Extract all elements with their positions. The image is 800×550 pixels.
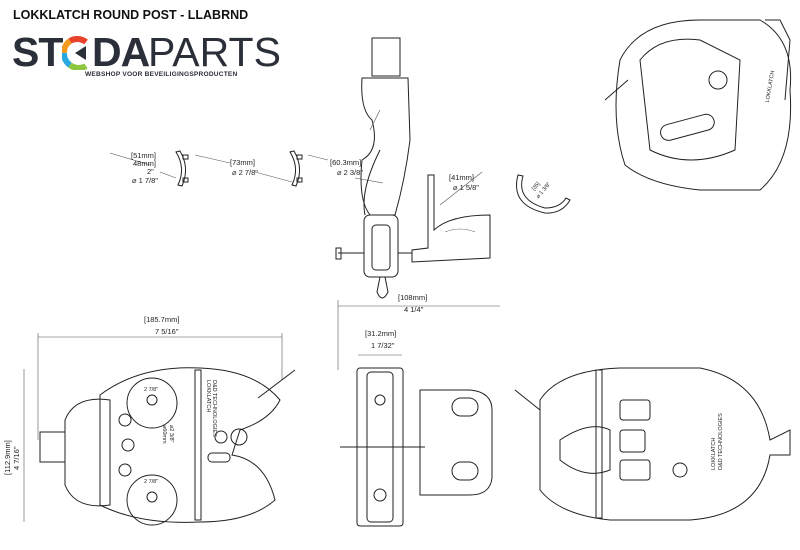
insert-small-drawing xyxy=(175,150,189,187)
post-label-inch: ⌀2 3/8" xyxy=(168,425,174,443)
dim-arrow xyxy=(194,154,231,164)
logo-text-parts: PARTS xyxy=(148,29,281,75)
dim-height-mm: [112.9mm] xyxy=(3,440,12,475)
hole-label-bottom: 2 7/8" xyxy=(144,479,158,485)
logo-text-da: DA xyxy=(92,29,150,75)
dim-arrow xyxy=(439,171,483,206)
dim-insert-large-inch: ⌀ 2 3/8" xyxy=(337,168,363,177)
dim-bracket-mm: [41mm] xyxy=(449,173,474,182)
latch-3d-view-drawing: LOKKLATCH xyxy=(604,19,792,191)
dim-bracket-inch: ⌀ 1 5/8" xyxy=(453,183,479,192)
latch-rear-view-drawing: LOKKLATCH D&D TECHNOLOGIES xyxy=(514,367,791,521)
dim-arrow xyxy=(254,171,293,183)
latch-top-view-drawing xyxy=(335,37,412,299)
latch-side-view-drawing xyxy=(340,367,493,527)
dim-insert-medium-mm: [73mm] xyxy=(230,158,255,167)
logo-text-st: ST xyxy=(12,29,63,75)
dim-insert-small-mm: [51mm] xyxy=(131,151,156,160)
arc-insert-drawing xyxy=(516,174,571,214)
dim-insert-medium-inch: ⌀ 2 7/8" xyxy=(232,168,258,177)
dim-arrow xyxy=(109,152,151,166)
dim-arc-mm: [35] xyxy=(531,181,542,192)
latch-front-view-drawing: 2 7/8" 2 7/8" ⌀2 3/8" ⌀60mm LOKKLATCH D&… xyxy=(39,367,296,526)
post-label-mm: ⌀60mm xyxy=(161,425,167,444)
dim-arrow xyxy=(354,177,384,184)
dim-height-inch: 4 7/16" xyxy=(12,446,21,470)
dim-insert-small-inch-top: 2" xyxy=(147,167,154,176)
dim-arrow xyxy=(159,171,177,179)
rear-brand-text: LOKKLATCH xyxy=(711,438,717,470)
rear-maker-text: D&D TECHNOLOGIES xyxy=(718,413,724,470)
stdaparts-logo: ST DA PARTS WEBSHOP VOOR BEVEILIGINGSPRO… xyxy=(12,29,281,86)
insert-medium-drawing xyxy=(289,150,303,187)
page-title: LOKKLATCH ROUND POST - LLABRND xyxy=(13,8,249,22)
dim-insert-small-mm2: 48mm] xyxy=(133,159,156,168)
dim-width-mm: [185.7mm] xyxy=(144,315,179,324)
logo-ring-icon xyxy=(62,36,88,70)
dim-depth-inch: 4 1/4" xyxy=(404,305,424,314)
front-maker-text: D&D TECHNOLOGIES xyxy=(211,380,217,437)
dim-depth-mm: [108mm] xyxy=(398,293,427,302)
dim-thickness-mm: [31.2mm] xyxy=(365,329,396,338)
hole-label-top: 2 7/8" xyxy=(144,387,158,393)
bracket-drawing xyxy=(411,174,491,263)
dim-arrow xyxy=(307,154,329,161)
logo-tagline: WEBSHOP VOOR BEVEILIGINGSPRODUCTEN xyxy=(85,71,238,78)
front-brand-text: LOKKLATCH xyxy=(205,380,211,412)
dim-width-inch: 7 5/16" xyxy=(155,327,179,336)
dim-insert-large-mm: [60.3mm] xyxy=(330,158,361,167)
3d-brand-text: LOKKLATCH xyxy=(765,70,777,103)
dim-thickness-inch: 1 7/32" xyxy=(371,341,395,350)
dim-insert-small-inch: ⌀ 1 7/8" xyxy=(132,176,158,185)
